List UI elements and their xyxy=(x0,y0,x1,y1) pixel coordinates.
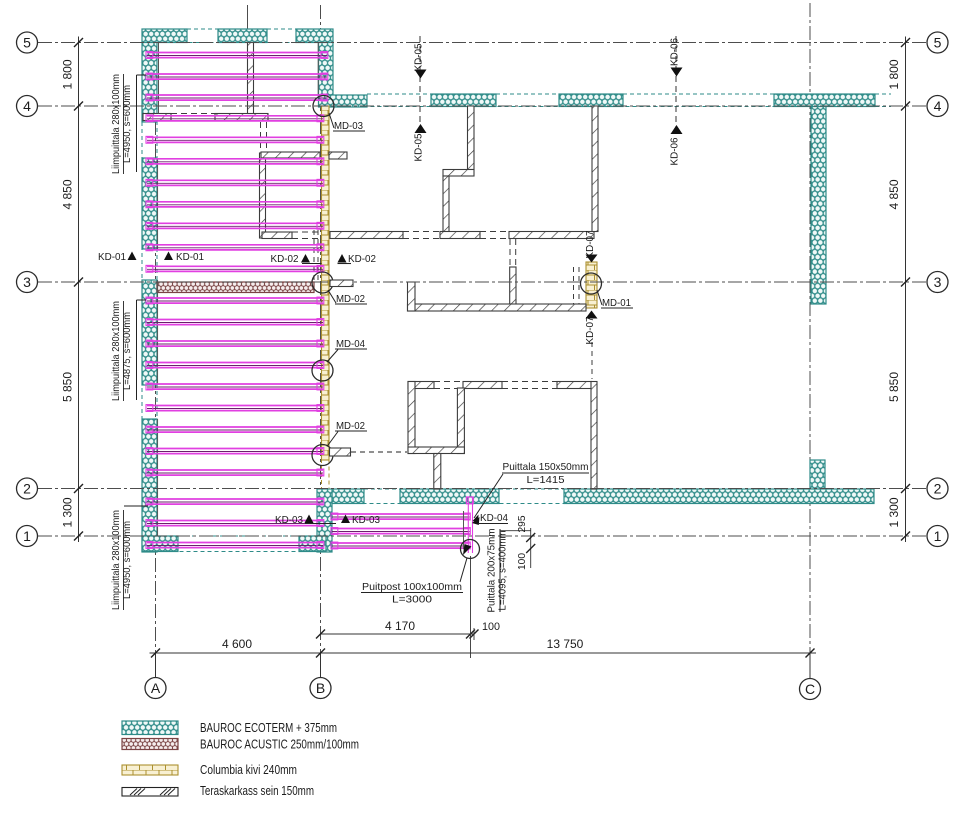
svg-text:3: 3 xyxy=(934,274,942,290)
svg-text:KD-03: KD-03 xyxy=(352,514,380,526)
svg-text:5 850: 5 850 xyxy=(61,372,75,402)
svg-text:1 800: 1 800 xyxy=(61,59,75,89)
svg-text:KD-02: KD-02 xyxy=(271,253,299,265)
svg-text:Liimpuittala 280x100mm: Liimpuittala 280x100mm xyxy=(110,510,122,610)
svg-text:4 850: 4 850 xyxy=(887,179,901,209)
svg-text:4 170: 4 170 xyxy=(385,619,415,633)
svg-text:MD-01: MD-01 xyxy=(602,297,631,309)
svg-text:KD-01: KD-01 xyxy=(98,251,126,263)
svg-text:KD-05: KD-05 xyxy=(413,43,425,71)
svg-text:Teraskarkass sein 150mm: Teraskarkass sein 150mm xyxy=(200,783,314,798)
svg-text:3: 3 xyxy=(23,274,31,290)
svg-text:KD-07: KD-07 xyxy=(584,316,596,344)
svg-text:5: 5 xyxy=(23,35,31,51)
svg-text:MD-04: MD-04 xyxy=(336,338,365,350)
svg-text:L=4950, s=600mm: L=4950, s=600mm xyxy=(121,521,133,599)
svg-text:MD-03: MD-03 xyxy=(334,120,363,132)
svg-text:MD-02: MD-02 xyxy=(336,293,365,305)
svg-text:100: 100 xyxy=(516,553,528,570)
svg-text:KD-03: KD-03 xyxy=(275,514,303,526)
svg-text:KD-05: KD-05 xyxy=(413,133,425,161)
svg-text:4 600: 4 600 xyxy=(222,637,252,651)
svg-text:MD-02: MD-02 xyxy=(336,420,365,432)
svg-text:L=4950, s=600mm: L=4950, s=600mm xyxy=(121,85,133,163)
svg-text:BAUROC ECOTERM + 375mm: BAUROC ECOTERM + 375mm xyxy=(200,720,337,735)
svg-text:L=1415: L=1415 xyxy=(527,474,565,486)
svg-text:1 800: 1 800 xyxy=(887,59,901,89)
svg-text:295: 295 xyxy=(516,515,528,532)
svg-text:1: 1 xyxy=(23,528,31,544)
svg-text:KD-01: KD-01 xyxy=(176,251,204,263)
svg-text:KD-04: KD-04 xyxy=(480,512,508,524)
svg-text:2: 2 xyxy=(23,481,31,497)
svg-text:Columbia kivi 240mm: Columbia kivi 240mm xyxy=(200,762,297,777)
svg-text:4 850: 4 850 xyxy=(61,179,75,209)
svg-text:KD-07: KD-07 xyxy=(584,230,596,258)
svg-text:BAUROC ACUSTIC 250mm/100mm: BAUROC ACUSTIC 250mm/100mm xyxy=(200,737,359,752)
svg-text:13 750: 13 750 xyxy=(547,637,584,651)
svg-text:4: 4 xyxy=(23,98,31,114)
svg-text:1 300: 1 300 xyxy=(887,497,901,527)
svg-text:KD-06: KD-06 xyxy=(669,38,681,66)
svg-text:Puittala 150x50mm: Puittala 150x50mm xyxy=(503,461,589,473)
svg-text:2: 2 xyxy=(934,481,942,497)
svg-text:L=4875, s=600mm: L=4875, s=600mm xyxy=(121,312,133,390)
svg-text:B: B xyxy=(316,680,325,696)
svg-text:KD-06: KD-06 xyxy=(669,137,681,165)
svg-text:C: C xyxy=(805,681,815,697)
svg-text:A: A xyxy=(151,680,161,696)
svg-text:4: 4 xyxy=(934,98,942,114)
svg-text:L=3000: L=3000 xyxy=(392,594,432,606)
svg-text:Liimpuittala 280x100mm: Liimpuittala 280x100mm xyxy=(110,301,122,401)
svg-text:Puitpost 100x100mm: Puitpost 100x100mm xyxy=(362,581,462,593)
svg-text:1: 1 xyxy=(934,528,942,544)
svg-text:1 300: 1 300 xyxy=(61,497,75,527)
svg-text:100: 100 xyxy=(482,621,500,633)
svg-text:5 850: 5 850 xyxy=(887,372,901,402)
svg-text:Liimpuittala 280x100mm: Liimpuittala 280x100mm xyxy=(110,74,122,174)
svg-text:5: 5 xyxy=(934,35,942,51)
svg-text:KD-02: KD-02 xyxy=(348,253,376,265)
svg-text:Puittala 200x75mm: Puittala 200x75mm xyxy=(486,528,498,612)
svg-text:L=4095, s=400mm: L=4095, s=400mm xyxy=(497,530,509,610)
